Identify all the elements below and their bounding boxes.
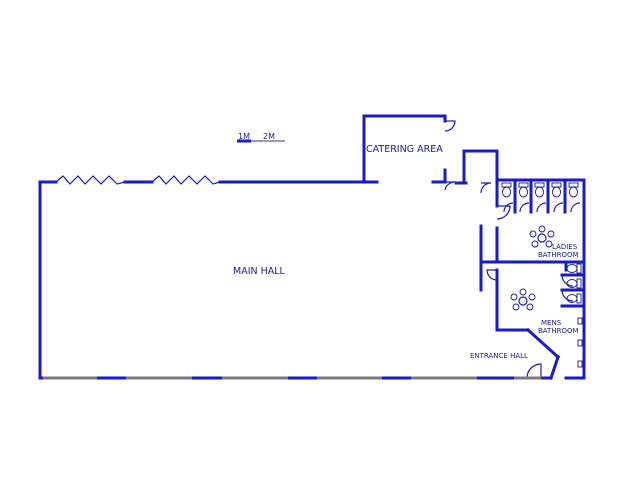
- toilet-icon: [566, 278, 582, 289]
- catering-area-label: CATERING AREA: [366, 144, 443, 155]
- catering-door-swing: [444, 120, 456, 132]
- ladies-label-line2: BATHROOM: [538, 251, 579, 259]
- ladies-cubicles: [501, 178, 581, 214]
- basin-icon: [547, 230, 555, 238]
- mens-label-line1: MENS: [541, 319, 562, 327]
- mens-fixtures: [560, 260, 586, 368]
- ladies-label-line1: LADIES: [552, 243, 578, 251]
- mens-door-swing: [486, 269, 498, 281]
- scale-label-2m: 2M: [263, 132, 275, 141]
- toilet-icon: [534, 182, 545, 198]
- urinal-icon: [577, 317, 583, 325]
- store-room: [454, 149, 499, 194]
- cubicle-door-swing: [553, 202, 564, 213]
- cubicle-door-swing: [570, 202, 581, 213]
- store-door-swing: [480, 182, 492, 194]
- scale-bar: 1M 2M: [237, 132, 285, 143]
- urinal-icon: [577, 339, 583, 347]
- folding-door-2: [151, 175, 221, 185]
- toilet-icon: [568, 182, 579, 198]
- mens-label-line2: BATHROOM: [538, 327, 579, 335]
- cubicle-door-swing: [561, 274, 574, 287]
- basin-hub: [537, 233, 547, 243]
- entrance-east-wall: [549, 355, 560, 380]
- entrance-hall-label: ENTRANCE HALL: [470, 352, 528, 360]
- basin-icon: [531, 240, 539, 248]
- catering-area: CATERING AREA: [362, 114, 456, 191]
- urinal-icon: [577, 360, 583, 368]
- cubicle-door-swing: [561, 289, 574, 302]
- toilet-icon: [566, 293, 582, 304]
- basin-icon: [528, 293, 536, 301]
- ladies-door-swing: [496, 205, 511, 220]
- basin-icon: [529, 230, 537, 238]
- mens-basin-cluster: MENS BATHROOM: [510, 288, 579, 335]
- basin-icon: [519, 288, 527, 296]
- main-hall-label: MAIN HALL: [233, 266, 286, 277]
- toilet-icon: [566, 263, 582, 274]
- toilet-icon: [551, 182, 562, 198]
- basin-icon: [512, 303, 520, 311]
- toilet-icon: [518, 182, 529, 198]
- folding-door-1: [55, 175, 126, 185]
- bathroom-block: [479, 178, 586, 380]
- exterior-walls: [38, 180, 553, 380]
- basin-icon: [538, 225, 546, 233]
- entrance-door: [514, 363, 542, 380]
- toilet-icon: [501, 182, 512, 198]
- scale-label-1m: 1M: [238, 132, 250, 141]
- entrance-door-swing: [526, 363, 542, 379]
- entrance-diagonal-wall: [525, 327, 561, 360]
- basin-icon: [510, 293, 518, 301]
- folding-doors: [55, 175, 221, 185]
- basin-hub: [518, 296, 528, 306]
- cubicle-door-swing: [503, 202, 514, 213]
- cubicle-door-swing: [536, 202, 547, 213]
- basin-icon: [526, 303, 534, 311]
- cubicle-door-swing: [519, 202, 530, 213]
- basin-icon: [545, 240, 553, 248]
- ladies-basin-cluster: LADIES BATHROOM: [529, 225, 579, 259]
